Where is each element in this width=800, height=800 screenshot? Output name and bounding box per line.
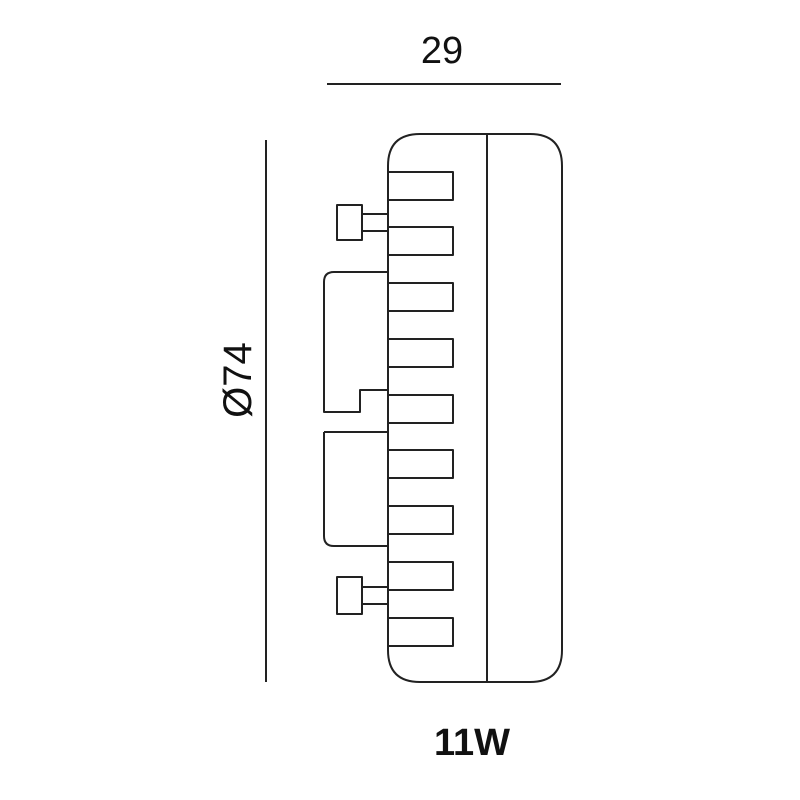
lamp-body-outline: [387, 133, 563, 683]
base-lower-housing: [323, 432, 388, 547]
cooling-fin: [387, 338, 454, 368]
bottom-pin-head: [336, 576, 363, 615]
cooling-fin: [387, 394, 454, 424]
width-dimension-label: 29: [420, 30, 464, 72]
cooling-fin: [387, 226, 454, 256]
diameter-dimension-label: Ø74: [216, 342, 260, 418]
cooling-fin: [387, 171, 454, 201]
cooling-fin: [387, 617, 454, 647]
base-upper-housing: [323, 271, 388, 413]
wattage-label: 11W: [433, 722, 511, 764]
cooling-fin: [387, 505, 454, 535]
cooling-fin: [387, 561, 454, 591]
cooling-fin: [387, 282, 454, 312]
bottom-pin-stem: [361, 586, 389, 605]
cooling-fin: [387, 449, 454, 479]
top-pin-stem: [361, 213, 389, 232]
top-pin-head: [336, 204, 363, 241]
